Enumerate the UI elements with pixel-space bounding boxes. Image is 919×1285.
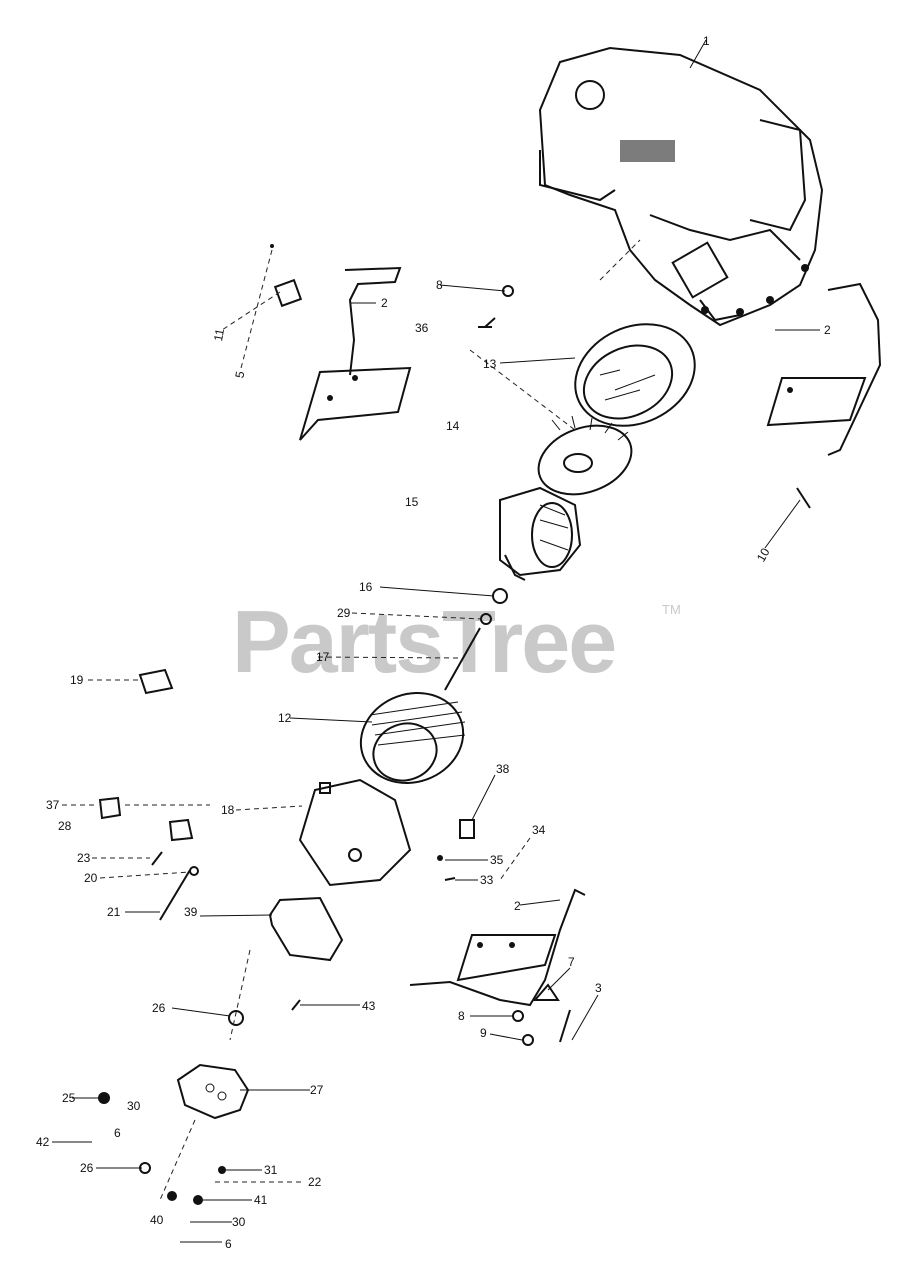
bolt-part-10[interactable] — [796, 487, 811, 509]
callout-13: 13 — [483, 357, 497, 371]
callout-31: 31 — [264, 1163, 278, 1177]
callout-12: 12 — [278, 711, 292, 725]
mount-bracket-left-part-2[interactable] — [299, 266, 412, 441]
screw-part-5[interactable] — [270, 244, 274, 248]
callout-8-upper: 8 — [436, 278, 443, 292]
connector-part-41[interactable] — [193, 1195, 203, 1205]
callout-labels: 1 2 2 2 3 5 6 6 7 8 8 9 10 11 12 13 14 1… — [36, 34, 831, 1251]
bolt-part-21[interactable] — [159, 869, 191, 921]
callout-20: 20 — [84, 871, 98, 885]
callout-3: 3 — [595, 981, 602, 995]
callout-42: 42 — [36, 1135, 50, 1149]
knob-part-26-upper[interactable] — [228, 1010, 244, 1026]
callout-41: 41 — [254, 1193, 268, 1207]
callout-28: 28 — [58, 819, 72, 833]
callout-6-upper: 6 — [114, 1126, 121, 1140]
plate-part-11[interactable] — [273, 278, 303, 308]
bolt-part-3[interactable] — [559, 1009, 571, 1043]
callout-30-upper: 30 — [127, 1099, 141, 1113]
callout-36: 36 — [415, 321, 429, 335]
mount-bracket-lower-part-2[interactable] — [409, 888, 586, 1007]
callout-43: 43 — [362, 999, 376, 1013]
callout-2-upper-left: 2 — [381, 296, 388, 310]
callout-37: 37 — [46, 798, 60, 812]
bolt-part-33[interactable] — [444, 877, 456, 881]
callout-34: 34 — [532, 823, 546, 837]
callout-26-lower: 26 — [80, 1161, 94, 1175]
nut-part-8-lower[interactable] — [512, 1010, 524, 1022]
fan-housing-part-13[interactable] — [559, 305, 712, 444]
callout-25: 25 — [62, 1091, 76, 1105]
callout-2-right: 2 — [824, 323, 831, 337]
callout-5: 5 — [232, 370, 247, 379]
grommet-part-7[interactable] — [532, 983, 560, 1001]
end-housing-part-18[interactable] — [298, 778, 412, 887]
callout-14: 14 — [446, 419, 460, 433]
callout-6-lower: 6 — [225, 1237, 232, 1251]
watermark-trademark: TM — [662, 602, 681, 617]
through-bolt-part-17[interactable] — [444, 627, 481, 691]
cover-part-39[interactable] — [268, 896, 344, 962]
callout-1: 1 — [703, 34, 710, 48]
screw-part-35[interactable] — [437, 855, 443, 861]
callout-35: 35 — [490, 853, 504, 867]
nut-part-9[interactable] — [522, 1034, 534, 1046]
screw-part-23[interactable] — [151, 851, 163, 866]
connector-part-40[interactable] — [167, 1191, 177, 1201]
callout-33: 33 — [480, 873, 494, 887]
leader-lines — [52, 39, 820, 1243]
bolt-part-36[interactable] — [478, 317, 496, 328]
washer-part-20[interactable] — [189, 866, 199, 876]
callout-2-lower: 2 — [514, 899, 521, 913]
callout-7: 7 — [568, 955, 575, 969]
engine-part-1[interactable] — [538, 46, 824, 327]
clip-part-28[interactable] — [168, 818, 194, 842]
callout-39: 39 — [184, 905, 198, 919]
control-plate-part-27[interactable] — [176, 1063, 250, 1120]
callout-10: 10 — [754, 545, 773, 564]
rotor-part-15[interactable] — [499, 486, 582, 581]
callout-26-upper: 26 — [152, 1001, 166, 1015]
callout-22: 22 — [308, 1175, 322, 1189]
callout-16: 16 — [359, 580, 373, 594]
cooling-fan-part-14[interactable] — [529, 414, 641, 507]
callout-19: 19 — [70, 673, 84, 687]
callout-8-lower: 8 — [458, 1009, 465, 1023]
nut-part-31[interactable] — [218, 1166, 226, 1174]
callout-27: 27 — [310, 1083, 324, 1097]
switch-part-25[interactable] — [98, 1092, 110, 1104]
callout-23: 23 — [77, 851, 91, 865]
callout-18: 18 — [221, 803, 235, 817]
callout-21: 21 — [107, 905, 121, 919]
callout-15: 15 — [405, 495, 419, 509]
cap-part-37[interactable] — [98, 796, 122, 820]
mount-bracket-right-part-2[interactable] — [766, 282, 882, 456]
callout-29: 29 — [337, 606, 351, 620]
screw-part-43[interactable] — [291, 999, 301, 1011]
tag-part-38[interactable] — [459, 819, 475, 839]
plate-part-19[interactable] — [138, 668, 174, 695]
callout-11: 11 — [211, 327, 227, 342]
callout-17: 17 — [316, 650, 330, 664]
callout-9: 9 — [480, 1026, 487, 1040]
callout-30-lower: 30 — [232, 1215, 246, 1229]
callout-38: 38 — [496, 762, 510, 776]
watermark-text: PartsTree — [232, 592, 615, 691]
callout-40: 40 — [150, 1213, 164, 1227]
stator-part-12[interactable] — [348, 679, 476, 797]
